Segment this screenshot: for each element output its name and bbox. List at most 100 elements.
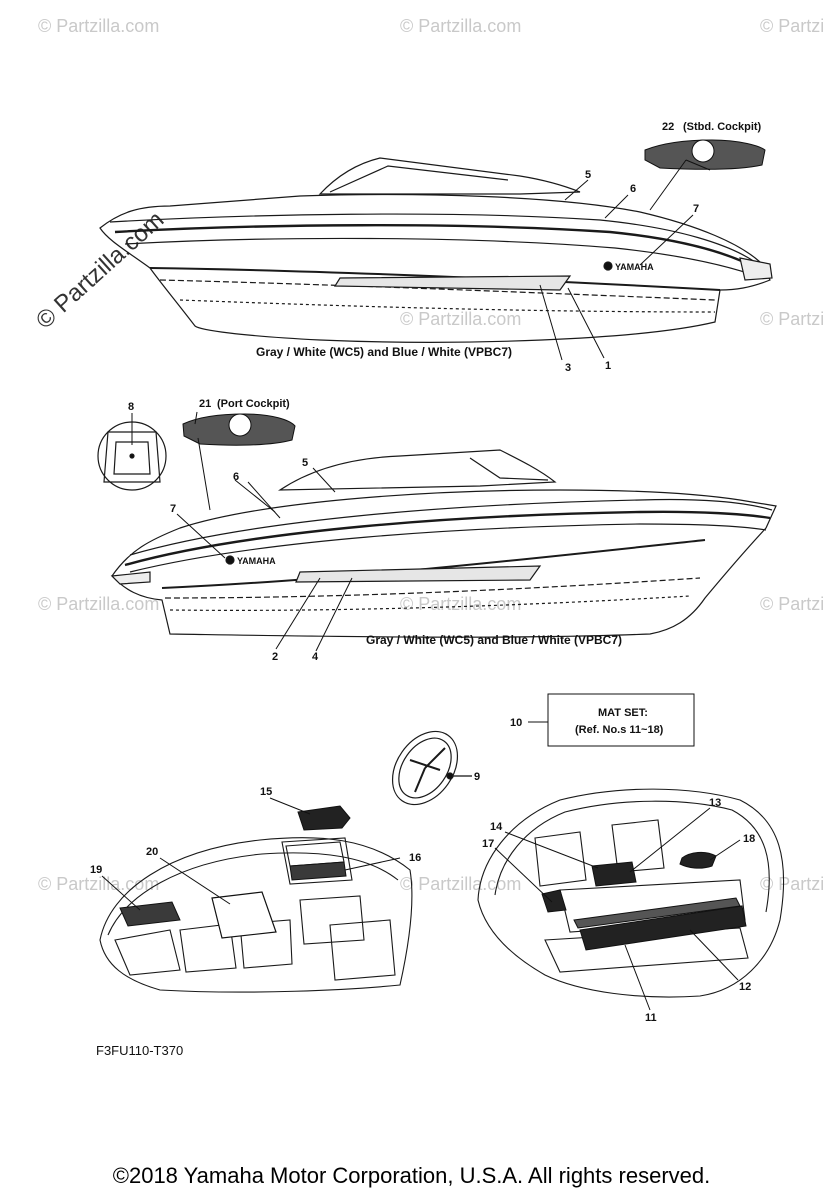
bow-outline <box>99 837 413 993</box>
callout-15: 15 <box>260 786 272 798</box>
port-cockpit-label: (Port Cockpit) <box>217 398 290 410</box>
mat-set-frame <box>547 693 695 747</box>
callout-9: 9 <box>474 771 480 783</box>
mat-18-shape <box>679 851 717 869</box>
port-cockpit-decal <box>182 413 296 446</box>
starboard-front-shape <box>739 257 773 281</box>
port-leaders <box>131 411 353 652</box>
watermark-top-mid: © Partzilla.com <box>400 16 521 36</box>
callout-19: 19 <box>90 864 102 876</box>
bow-seat-back <box>299 895 365 945</box>
port-side-graphic <box>295 565 542 583</box>
starboard-windshield <box>318 157 581 195</box>
callout-20: 20 <box>146 846 158 858</box>
callout-5-port: 5 <box>302 457 308 469</box>
starboard-hull-outline <box>99 193 771 343</box>
callout-14: 14 <box>490 821 503 833</box>
port-caption: Gray / White (WC5) and Blue / White (VPB… <box>366 633 622 647</box>
watermark-mid-right-3: © Partzilla.com <box>760 874 823 894</box>
starboard-leaders <box>539 159 711 361</box>
detail-seat-inner <box>113 441 151 475</box>
port-stripe-2 <box>129 523 767 573</box>
detail-dot <box>129 453 135 459</box>
callout-21: 21 <box>199 398 211 410</box>
starboard-callouts: 22 (Stbd. Cockpit) 5 6 7 3 1 <box>565 121 762 374</box>
callout-13: 13 <box>709 797 721 809</box>
mat-17-shape <box>541 889 567 913</box>
watermark-center-2: © Partzilla.com <box>400 594 521 614</box>
callout-6-stbd: 6 <box>630 183 636 195</box>
bow-seat-3 <box>239 919 293 969</box>
starboard-stripe-1 <box>114 224 761 272</box>
starboard-chine <box>149 267 721 291</box>
callout-11: 11 <box>645 1012 657 1024</box>
bow-console <box>281 837 353 885</box>
mat-13-shape <box>591 861 637 887</box>
bow-seat-2 <box>179 923 237 973</box>
bow-gunwale <box>107 852 399 936</box>
callout-1: 1 <box>605 360 611 372</box>
bow-seat-1 <box>114 929 181 976</box>
port-yamaha-logo-icon <box>225 555 235 565</box>
starboard-view: YAMAHA <box>99 157 773 343</box>
mat-11-shape <box>579 905 747 951</box>
starboard-caption: Gray / White (WC5) and Blue / White (VPB… <box>256 345 512 359</box>
callout-2: 2 <box>272 651 278 663</box>
callout-5-stbd: 5 <box>585 169 591 181</box>
mat-set-title: MAT SET: <box>598 707 648 719</box>
stern-seatback-right <box>611 819 665 873</box>
copyright-notice: ©2018 Yamaha Motor Corporation, U.S.A. A… <box>112 1163 711 1188</box>
port-callouts: 8 21 (Port Cockpit) 5 6 7 2 4 <box>128 398 319 663</box>
starboard-yamaha-logo-icon <box>603 261 613 271</box>
stern-seatback-left <box>534 831 587 887</box>
bow-interior <box>99 837 413 993</box>
watermark-mid-right-2: © Partzilla.com <box>760 594 823 614</box>
starboard-stripe-2 <box>124 237 763 279</box>
mat-12-shape <box>573 897 741 929</box>
mat-19-shape <box>119 901 181 927</box>
bow-callouts: 15 16 19 20 <box>90 786 421 876</box>
callout-4: 4 <box>312 651 319 663</box>
detail-seat-shape <box>103 431 161 483</box>
port-windshield <box>277 449 557 491</box>
steering-wheel-rim <box>391 730 459 806</box>
mat-20-shape <box>211 891 277 939</box>
stbd-cockpit-decal <box>644 139 766 170</box>
steering-wheel-hub-icon <box>446 772 454 780</box>
mat-set-box: 10 MAT SET: (Ref. No.s 11~18) <box>510 693 695 747</box>
watermark-center-1: © Partzilla.com <box>400 309 521 329</box>
steering-wheel-spokes <box>409 747 446 793</box>
mat-16-shape <box>289 861 347 881</box>
starboard-badge-text: YAMAHA <box>615 262 654 272</box>
port-sheer-line <box>129 498 773 556</box>
watermark-center-3: © Partzilla.com <box>400 874 521 894</box>
callout-6-port: 6 <box>233 471 239 483</box>
callout-8: 8 <box>128 401 134 413</box>
stern-callouts: 13 14 17 18 12 11 <box>482 797 755 1024</box>
stern-outline <box>477 788 785 998</box>
stern-leaders <box>494 807 741 1011</box>
stern-inner-rim <box>494 800 770 913</box>
watermark-left-2: © Partzilla.com <box>38 594 159 614</box>
callout-16: 16 <box>409 852 421 864</box>
starboard-hull-stripe-2 <box>179 299 716 313</box>
port-stern-platform <box>110 571 151 585</box>
port-stripe-1 <box>124 510 771 567</box>
port-view: YAMAHA <box>110 449 777 638</box>
steering-wheel <box>391 730 472 806</box>
mat-set-ref: (Ref. No.s 11~18) <box>575 724 664 736</box>
watermark-top-left: © Partzilla.com <box>38 16 159 36</box>
callout-18: 18 <box>743 833 755 845</box>
callout-7-stbd: 7 <box>693 203 699 215</box>
port-hull-stripe <box>164 577 701 599</box>
starboard-hull-stripe <box>159 279 716 301</box>
steering-wheel-inner <box>398 737 452 799</box>
stern-mats <box>541 851 747 951</box>
starboard-side-graphic <box>333 275 572 291</box>
watermark-mid-right-1: © Partzilla.com <box>760 309 823 329</box>
stbd-cockpit-label: (Stbd. Cockpit) <box>683 121 762 133</box>
callout-17: 17 <box>482 838 494 850</box>
watermark-top-right: © Partzilla.com <box>760 16 823 36</box>
callout-7-port: 7 <box>170 503 176 515</box>
